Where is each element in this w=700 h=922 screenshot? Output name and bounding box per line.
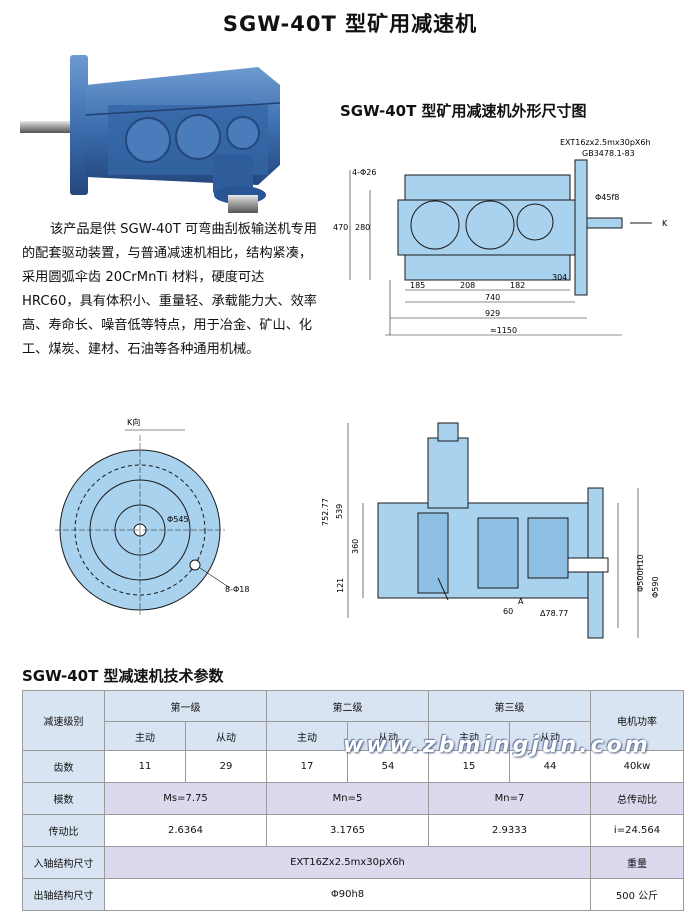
section-drawing: 752.77 539 360 121 60 A Δ78.77 Φ500H10 Φ… [321, 422, 660, 639]
dia-590-label: Φ590 [651, 576, 660, 598]
module-cell: Mn=5 [266, 782, 429, 815]
total-ratio-value: i=24.564 [590, 814, 684, 847]
k-view-title: K向 [127, 417, 140, 427]
total-ratio-label: 总传动比 [590, 782, 684, 815]
watermark: www.zbmingjun.com [343, 733, 651, 758]
row-input-label: 入轴结构尺寸 [22, 846, 105, 879]
stage3-driving: 主动 [428, 721, 510, 751]
input-value: EXT16Zx2.5mx30pX6h [104, 846, 591, 879]
ratio-cell: 3.1765 [266, 814, 429, 847]
tech-params-table: 减速级别 第一级 第二级 第三级 电机功率 主动 从动 主动 从动 主动 从动 … [22, 690, 684, 911]
dim-539-label: 539 [335, 504, 344, 519]
ratio-cell: 2.6364 [104, 814, 267, 847]
shaft-note-2: GB3478.1-83 [582, 149, 635, 158]
weight-value: 500 公斤 [590, 878, 684, 911]
outline-drawing: 4-Φ26 EXT16zx2.5mx30pX6h GB3478.1-83 Φ45… [333, 138, 668, 336]
stage1-driving: 主动 [104, 721, 186, 751]
dim-740-label: 740 [485, 293, 500, 302]
dia-545-label: Φ545 [167, 515, 189, 524]
dia-500-label: Φ500H10 [636, 554, 645, 592]
module-cell: Mn=7 [428, 782, 591, 815]
header-motor-power: 电机功率 [590, 690, 684, 751]
row-teeth-label: 齿数 [22, 750, 105, 783]
dim-78-label: Δ78.77 [540, 609, 568, 618]
teeth-cell: 17 [266, 750, 348, 783]
page-title: SGW-40T 型矿用减速机 [222, 12, 478, 36]
dim-60-label: 60 [503, 607, 513, 616]
stage2-driven: 从动 [347, 721, 429, 751]
label-a: A [518, 597, 524, 606]
stage2-driving: 主动 [266, 721, 348, 751]
header-stage2: 第二级 [266, 690, 429, 722]
dim-1150-label: ≈1150 [490, 326, 517, 335]
teeth-cell: 15 [428, 750, 510, 783]
k-arrow-label: K [662, 219, 668, 228]
ratio-cell: 2.9333 [428, 814, 591, 847]
dim-929-label: 929 [485, 309, 500, 318]
product-description: 该产品是供 SGW-40T 可弯曲刮板输送机专用的配套驱动装置，与普通减速机相比… [22, 222, 317, 357]
height-280-label: 280 [355, 223, 370, 232]
output-value: Φ90h8 [104, 878, 591, 911]
teeth-cell: 44 [509, 750, 591, 783]
drawing-title: SGW-40T 型矿用减速机外形尺寸图 [340, 102, 587, 120]
dim-121-label: 121 [336, 578, 345, 593]
dia-45-label: Φ45f8 [595, 193, 619, 202]
tech-params-title: SGW-40T 型减速机技术参数 [22, 667, 224, 685]
shaft-note-1: EXT16zx2.5mx30pX6h [560, 138, 651, 147]
row-module-label: 模数 [22, 782, 105, 815]
teeth-cell: 29 [185, 750, 267, 783]
teeth-cell: 11 [104, 750, 186, 783]
header-stage1: 第一级 [104, 690, 267, 722]
height-470-label: 470 [333, 223, 348, 232]
dim-752-label: 752.77 [321, 498, 330, 526]
dim-360-label: 360 [351, 539, 360, 554]
dim-182-label: 182 [510, 281, 525, 290]
dim-304-label: 304 [552, 273, 567, 282]
holes-label: 4-Φ26 [352, 168, 376, 177]
k-holes-label: 8-Φ18 [225, 585, 249, 594]
module-cell: Ms=7.75 [104, 782, 267, 815]
row-ratio-label: 传动比 [22, 814, 105, 847]
dim-208-label: 208 [460, 281, 475, 290]
header-reduction: 减速级别 [22, 690, 105, 751]
header-stage3: 第三级 [428, 690, 591, 722]
weight-label: 重量 [590, 846, 684, 879]
k-view-drawing: K向 Φ545 8-Φ18 [55, 417, 249, 615]
stage1-driven: 从动 [185, 721, 267, 751]
product-photo [20, 55, 281, 213]
dim-185-label: 185 [410, 281, 425, 290]
row-output-label: 出轴结构尺寸 [22, 878, 105, 911]
